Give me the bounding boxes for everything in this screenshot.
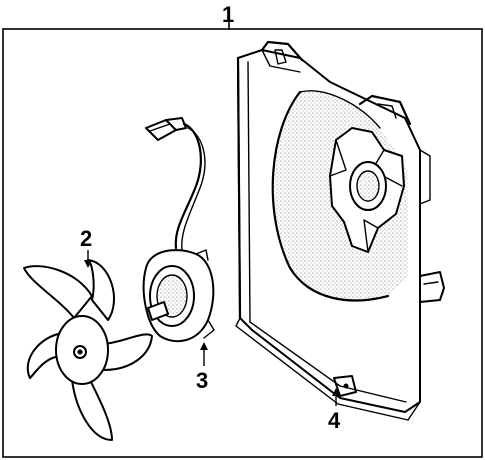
- callout-4: 4: [328, 408, 341, 433]
- fan-motor: [142, 117, 215, 343]
- callout-1: 1: [222, 2, 234, 27]
- callout-2-arrow: [84, 260, 92, 268]
- callout-2: 2: [80, 226, 92, 251]
- callout-4-arrow: [332, 388, 340, 396]
- fan-blade: [23, 259, 153, 441]
- callout-3: 3: [196, 368, 208, 393]
- fan-shroud: [235, 40, 445, 421]
- callout-3-arrow: [200, 342, 208, 350]
- assembly-frame: [2, 28, 483, 458]
